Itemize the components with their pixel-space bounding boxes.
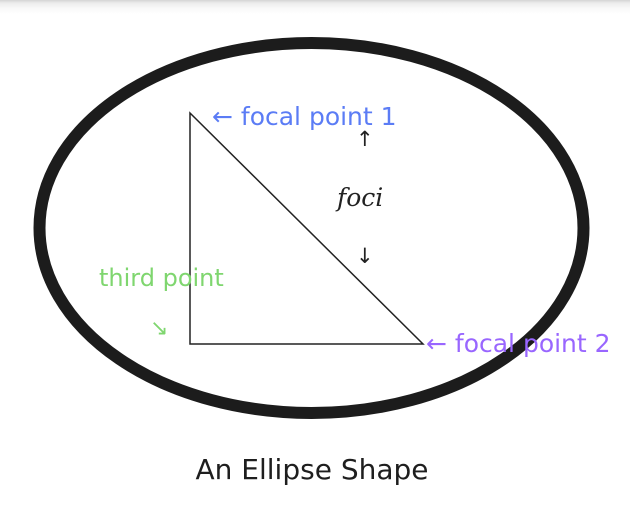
foci-label: foci (337, 183, 384, 212)
third-point-arrow-icon: ↘ (150, 316, 169, 341)
focal-point-1-label: ← focal point 1 (212, 102, 397, 131)
ellipse-shape (33, 37, 590, 419)
foci-up-arrow-icon: ↑ (356, 127, 374, 151)
right-triangle (189, 111, 425, 345)
focal-point-2-label: ← focal point 2 (426, 329, 611, 358)
third-point-label: third point (99, 264, 224, 292)
foci-down-arrow-icon: ↓ (356, 244, 374, 268)
diagram-caption: An Ellipse Shape (195, 453, 429, 486)
top-shadow (0, 0, 630, 14)
